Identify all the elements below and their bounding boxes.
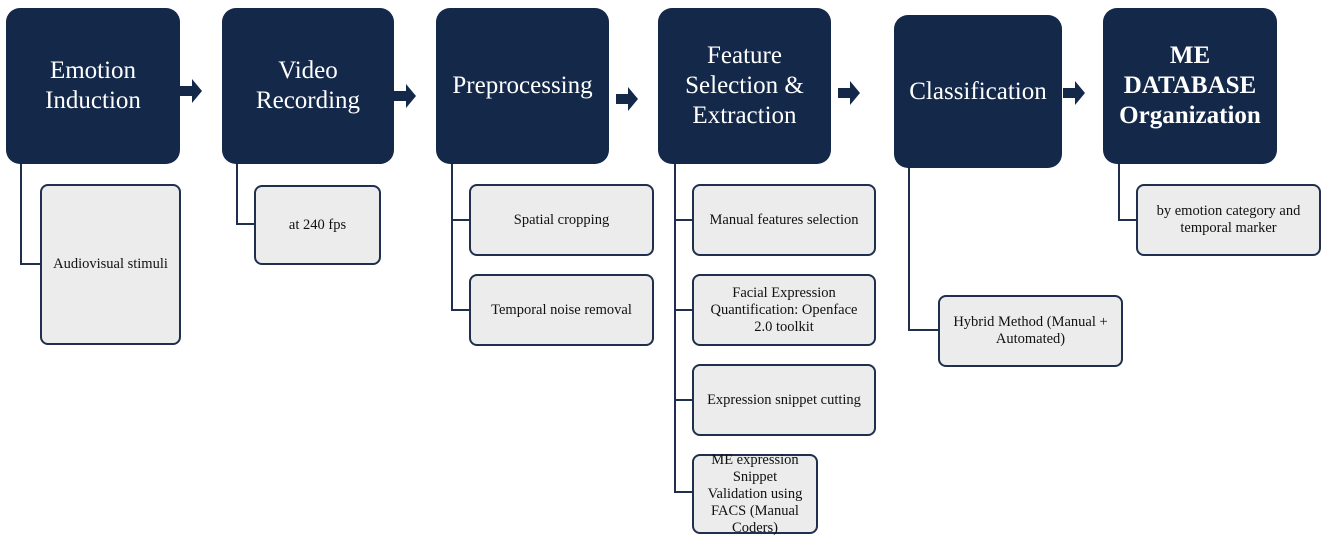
- step-title: Preprocessing: [452, 72, 593, 99]
- sub-step-240fps: at 240 fps: [254, 185, 381, 265]
- connector-line: [1118, 164, 1120, 221]
- connector-line: [236, 164, 238, 225]
- arrow-right-icon: [394, 84, 416, 108]
- arrow-right-icon: [180, 79, 202, 103]
- sub-step-hybrid-method: Hybrid Method (Manual + Automated): [938, 295, 1123, 367]
- sub-step-temporal-noise-removal: Temporal noise removal: [469, 274, 654, 346]
- connector-line: [20, 164, 22, 265]
- step-title: Emotion Induction: [45, 57, 141, 114]
- connector-line: [20, 263, 42, 265]
- connector-line: [908, 168, 910, 331]
- connector-line: [908, 329, 940, 331]
- sub-step-facs-validation: ME expression Snippet Validation using F…: [692, 452, 818, 536]
- step-me-database-organization: ME DATABASE Organization: [1103, 8, 1277, 164]
- connector-line: [451, 219, 471, 221]
- connector-line: [451, 309, 471, 311]
- sub-step-audiovisual-stimuli: Audiovisual stimuli: [40, 184, 181, 345]
- step-emotion-induction: Emotion Induction: [6, 8, 180, 164]
- step-title: Classification: [909, 77, 1047, 105]
- sub-step-emotion-category-temporal-marker: by emotion category and temporal marker: [1136, 184, 1321, 256]
- arrow-right-icon: [1063, 81, 1085, 105]
- step-video-recording: Video Recording: [222, 8, 394, 164]
- sub-step-spatial-cropping: Spatial cropping: [469, 184, 654, 256]
- sub-step-snippet-cutting: Expression snippet cutting: [692, 364, 876, 436]
- sub-step-openface-quantification: Facial Expression Quantification: Openfa…: [692, 274, 876, 346]
- step-classification: Classification: [894, 15, 1062, 168]
- connector-line: [236, 223, 256, 225]
- connector-line: [1118, 219, 1138, 221]
- arrow-right-icon: [838, 81, 860, 105]
- sub-step-manual-features-selection: Manual features selection: [692, 184, 876, 256]
- connector-line: [674, 491, 694, 493]
- step-title: Video Recording: [255, 57, 361, 114]
- step-preprocessing: Preprocessing: [436, 8, 609, 164]
- step-title: ME DATABASE Organization: [1119, 42, 1261, 129]
- connector-line: [674, 164, 676, 493]
- connector-line: [451, 164, 453, 311]
- step-title: Feature Selection & Extraction: [685, 42, 804, 129]
- connector-line: [674, 309, 694, 311]
- arrow-right-icon: [616, 87, 638, 111]
- connector-line: [674, 219, 694, 221]
- step-feature-selection-extraction: Feature Selection & Extraction: [658, 8, 831, 164]
- connector-line: [674, 399, 694, 401]
